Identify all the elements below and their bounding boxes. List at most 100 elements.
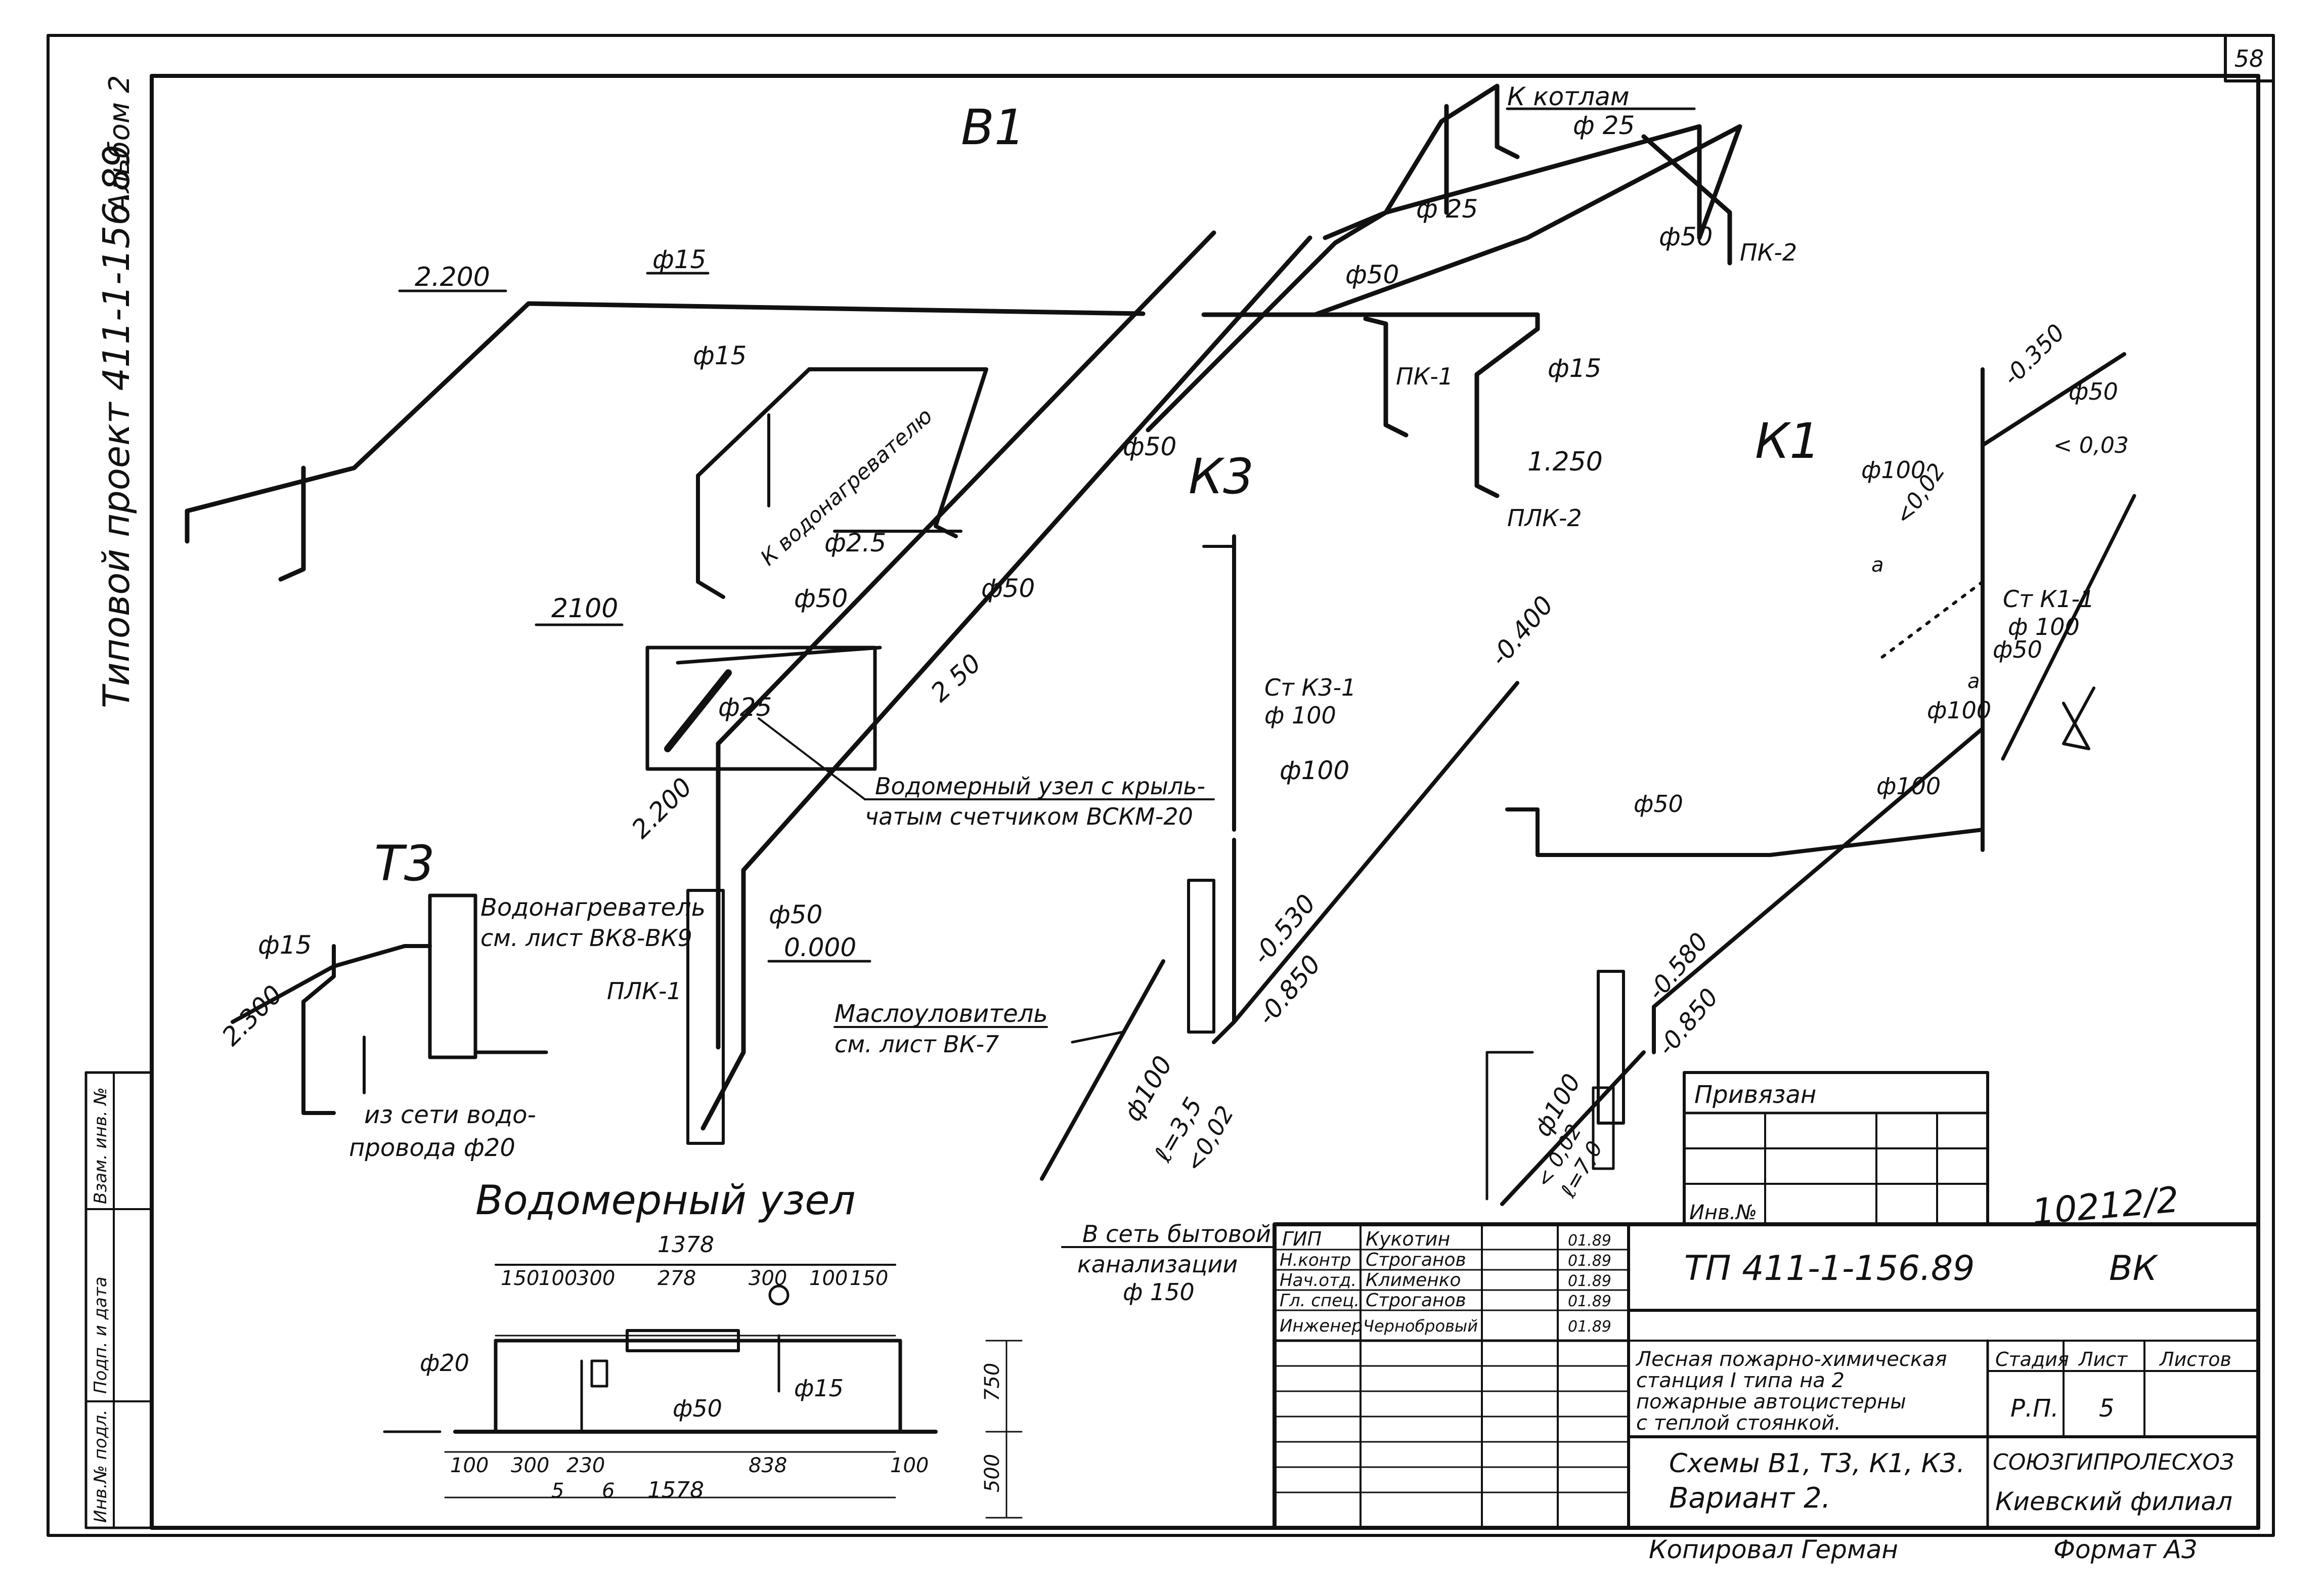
title-block xyxy=(1273,1222,2260,1530)
t3-level-2200: 2.200 xyxy=(626,772,697,844)
meter-d15: ф15 xyxy=(794,1375,844,1402)
t3-pipes xyxy=(231,893,548,1115)
b1-d25-b: ф 25 xyxy=(1416,194,1478,224)
b1-level-1250: 1.250 xyxy=(1527,447,1603,477)
b1-to-boilers: К котлам xyxy=(1507,82,1630,111)
k3-d100-a: ф100 xyxy=(1280,756,1349,785)
meter-total-top: 1378 xyxy=(657,1232,714,1258)
k1-d100-a: ф100 xyxy=(1861,456,1925,484)
b1-d15-a: ф15 xyxy=(652,245,706,274)
object-title-3: пожарные автоцистерны xyxy=(1636,1390,1906,1413)
meter-dim-bottom-5: 100 xyxy=(890,1454,929,1477)
role-3: Гл. спец. xyxy=(1280,1291,1360,1311)
meter-node-diagram xyxy=(383,1264,1023,1519)
b1-pipes xyxy=(185,83,1742,1131)
sheet-title-2: Вариант 2. xyxy=(1669,1482,1830,1515)
k3-oil-trap-2: см. лист ВК-7 xyxy=(835,1031,999,1058)
k3-riser-d: ф 100 xyxy=(1264,702,1336,729)
meter-node-title: Водомерный узел xyxy=(475,1177,856,1224)
meter-h500: 500 xyxy=(981,1454,1004,1492)
meter-callout-1: Водомерный узел с крыль- xyxy=(875,773,1205,800)
t3-from-net-1: из сети водо- xyxy=(364,1101,536,1129)
album-label: Альбом 2 xyxy=(103,75,136,214)
project-label: Типовой проект 411-1-156.89 xyxy=(95,144,138,708)
meter-dim-top-2: 100 xyxy=(539,1267,577,1290)
k3-oil-trap-1: Маслоуловитель xyxy=(835,1000,1048,1028)
org-branch: Киевский филиал xyxy=(1995,1487,2232,1516)
meter-dim-top-7: 150 xyxy=(850,1267,888,1290)
b1-pk1: ПК-1 xyxy=(1396,363,1453,390)
k3-sewer-2: канализации xyxy=(1077,1251,1238,1278)
k1-slope-03: < 0,03 xyxy=(2053,433,2129,458)
inv-no-label: Инв.№ xyxy=(1689,1201,1757,1224)
t3-plk1: ПЛК-1 xyxy=(607,977,682,1005)
k1-d50-b: ф50 xyxy=(1993,636,2042,663)
meter-dim-top-4: 278 xyxy=(657,1267,696,1290)
b1-d50-b: ф50 xyxy=(1659,222,1713,251)
org-name: СОЮЗГИПРОЛЕСХОЗ xyxy=(1993,1449,2234,1475)
b1-level-2200: 2.200 xyxy=(415,262,490,292)
k1-riser: Ст К1-1 xyxy=(2003,585,2094,613)
meter-dim-top-1: 150 xyxy=(501,1267,539,1290)
stage-value: Р.П. xyxy=(2010,1394,2059,1423)
k1-mark-a2: а xyxy=(1967,670,1980,693)
b1-d25-meter: ф25 xyxy=(718,693,772,722)
sheet-value: 5 xyxy=(2099,1394,2115,1423)
b1-heater-branch xyxy=(645,367,988,771)
b1-d50-a: ф50 xyxy=(1345,260,1399,289)
meter-small-6: 6 xyxy=(602,1479,615,1503)
t3-level-0000: 0.000 xyxy=(784,933,856,962)
object-title-4: с теплой стоянкой. xyxy=(1636,1411,1841,1435)
k3-pipes xyxy=(1040,534,1519,1181)
b1-d25-a: ф 25 xyxy=(1573,111,1635,140)
meter-dim-top-5: 300 xyxy=(749,1267,787,1290)
b1-d15-b: ф15 xyxy=(693,341,747,370)
meter-h750: 750 xyxy=(981,1363,1004,1401)
t3-heater-1: Водонагреватель xyxy=(480,893,706,922)
date-2: 01.89 xyxy=(1568,1272,1611,1290)
role-4: Инженер xyxy=(1280,1316,1363,1336)
k1-mark-a: а xyxy=(1871,553,1884,577)
object-title-1: Лесная пожарно-химическая xyxy=(1635,1348,1947,1371)
k3-level-0400: -0.400 xyxy=(1484,590,1559,672)
k3-sewer-1: В сеть бытовой xyxy=(1082,1220,1271,1248)
k1-d100-c: ф100 xyxy=(1876,773,1941,800)
stamp-replace: Взам. инв. № xyxy=(91,1087,111,1204)
meter-small-5: 5 xyxy=(551,1479,564,1503)
name-3: Строганов xyxy=(1366,1290,1466,1311)
k3-riser: Ст К3-1 xyxy=(1264,674,1356,701)
object-title-2: станция I типа на 2 xyxy=(1636,1369,1845,1392)
meter-dim-top-6: 100 xyxy=(809,1267,848,1290)
b1-d50-c: ф50 xyxy=(1123,432,1176,461)
b1-d50-d: ф50 xyxy=(981,574,1035,603)
col-sheets: Листов xyxy=(2159,1348,2231,1370)
stamp-inv: Инв.№ подл. xyxy=(91,1409,111,1523)
meter-total-bottom: 1578 xyxy=(647,1477,704,1503)
copied-by: Копировал Герман xyxy=(1649,1535,1898,1564)
t3-from-net-2: провода ф20 xyxy=(349,1134,515,1162)
b1-d15-c: ф15 xyxy=(1548,354,1601,383)
name-0: Кукотин xyxy=(1366,1228,1450,1250)
system-k1-label: К1 xyxy=(1755,413,1820,469)
sheet-title-1: Схемы В1, Т3, К1, К3. xyxy=(1669,1448,1965,1479)
k1-level-0350: -0.350 xyxy=(1998,319,2070,391)
role-0: ГИП xyxy=(1282,1228,1322,1250)
meter-dim-bottom-3: 230 xyxy=(566,1454,605,1477)
meter-dim-bottom-1: 100 xyxy=(450,1454,489,1477)
meter-d20: ф20 xyxy=(420,1349,469,1377)
name-2: Клименко xyxy=(1366,1270,1461,1291)
meter-callout-2: чатым счетчиком ВСКМ-20 xyxy=(865,803,1193,830)
name-4: Чернобровый xyxy=(1363,1316,1478,1336)
system-b1-label: В1 xyxy=(961,99,1025,156)
system-k3-label: К3 xyxy=(1189,448,1254,505)
stamp-sign: Подп. и дата xyxy=(91,1276,111,1394)
meter-d50: ф50 xyxy=(673,1395,722,1422)
k1-d100-b: ф100 xyxy=(1927,697,1991,724)
b1-d25-heater: ф2.5 xyxy=(824,528,886,558)
t3-level-2300: 2.300 xyxy=(216,979,288,1051)
col-stage: Стадия xyxy=(1995,1348,2069,1370)
frame xyxy=(47,34,2275,1537)
sheet-number: 58 xyxy=(2234,45,2264,72)
date-4: 01.89 xyxy=(1568,1318,1611,1336)
